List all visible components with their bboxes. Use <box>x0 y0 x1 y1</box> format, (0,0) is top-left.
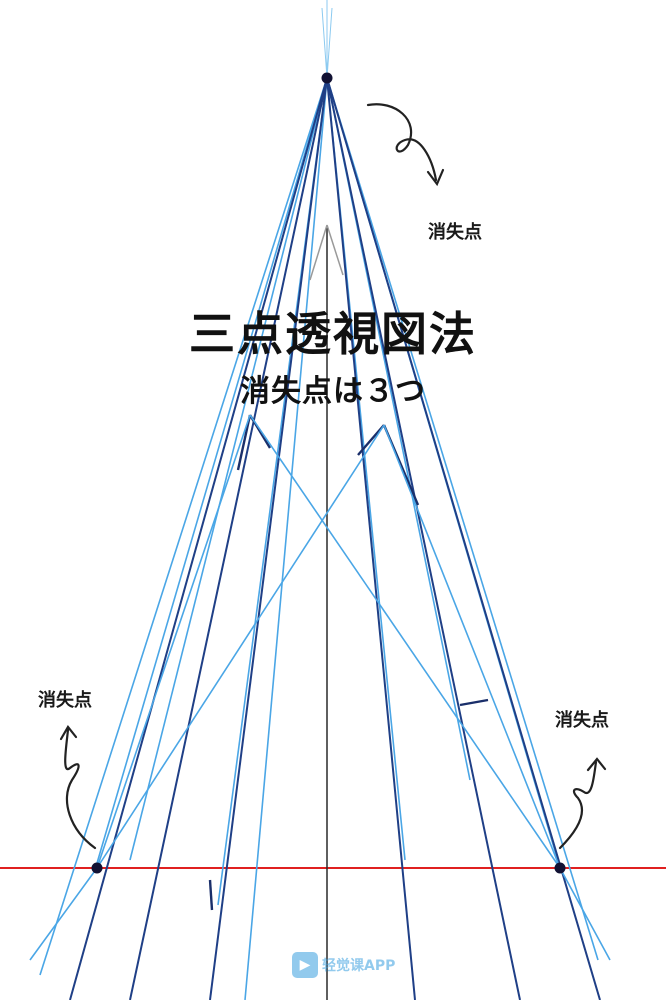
guide-line <box>209 77 328 1000</box>
guide-line <box>129 77 328 1000</box>
box-edge <box>459 698 489 707</box>
guide-line <box>39 77 328 976</box>
box-edge <box>208 879 214 911</box>
guide-line <box>326 77 416 1000</box>
top-vanishing-point-label: 消失点 <box>428 222 482 243</box>
arrow-head-icon <box>426 168 445 187</box>
watermark-text: 轻觉课APP <box>322 958 396 974</box>
guides-from-right <box>249 414 611 961</box>
guide-line <box>559 867 611 961</box>
arrow-to-top-vp <box>366 103 445 187</box>
guide-line <box>96 414 251 869</box>
right-vanishing-point <box>554 862 566 874</box>
guide-line <box>383 424 561 869</box>
arrow-head-icon <box>586 757 607 772</box>
top-vanishing-point <box>321 72 333 84</box>
box-edge <box>357 424 385 456</box>
diagram-subtitle: 消失点は３つ <box>240 374 426 409</box>
guide-line <box>129 77 328 861</box>
top-rays <box>321 7 328 79</box>
arrow-to-left-vp <box>59 725 97 850</box>
curly-arrow-icon <box>366 103 438 182</box>
arrow-to-right-vp <box>558 757 607 850</box>
box-edge <box>236 414 252 471</box>
curly-arrow-icon <box>558 760 598 850</box>
guide-line <box>244 77 328 1000</box>
guide-line <box>29 867 98 961</box>
watermark: ▶ 轻觉课APP <box>292 952 395 978</box>
guide-line <box>326 77 601 1000</box>
guide-line <box>326 77 599 961</box>
guides-from-top-dark <box>69 77 601 1000</box>
guide-line <box>249 414 561 869</box>
play-icon: ▶ <box>292 952 318 978</box>
left-vanishing-point-label: 消失点 <box>38 690 92 711</box>
diagram-title: 三点透視図法 <box>189 307 477 361</box>
top-rays <box>326 7 333 79</box>
curly-arrow-icon <box>64 728 97 850</box>
guides-from-left <box>29 414 385 961</box>
arrow-head-icon <box>59 725 78 741</box>
guide-line <box>94 77 328 871</box>
guide-line <box>326 77 521 1000</box>
center-axis-gray <box>326 224 344 276</box>
guides-from-top-light <box>39 77 599 1000</box>
guide-line <box>69 77 328 1000</box>
left-vanishing-point <box>91 862 103 874</box>
right-vanishing-point-label: 消失点 <box>555 710 609 731</box>
center-axis-gray <box>309 224 328 281</box>
guide-line <box>96 424 385 869</box>
